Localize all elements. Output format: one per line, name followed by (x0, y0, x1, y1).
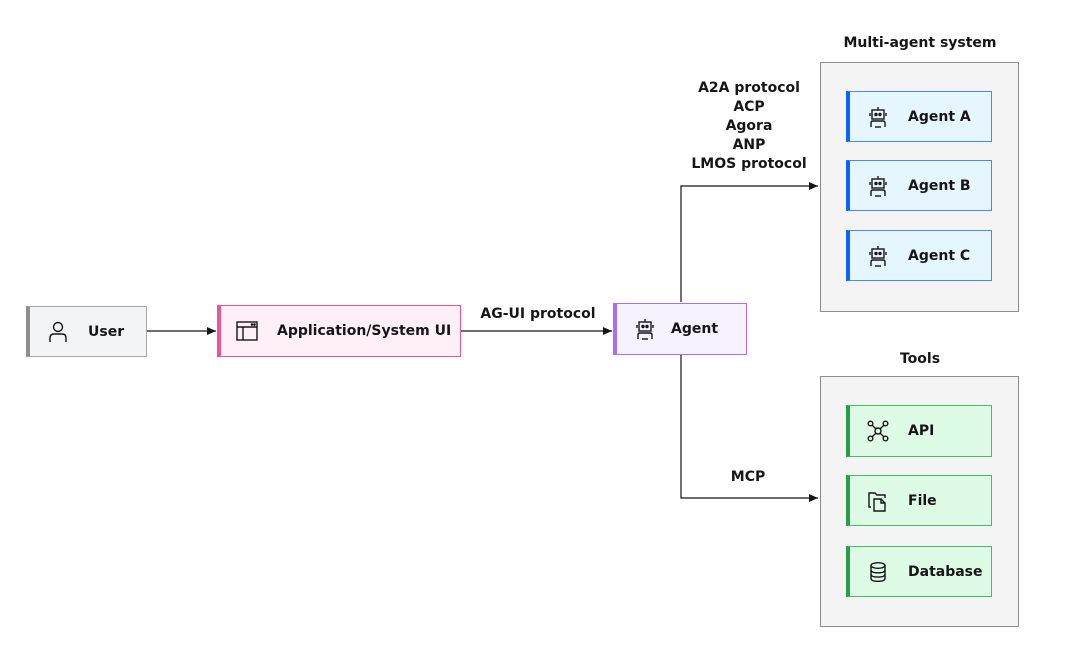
user-node[interactable]: User (26, 306, 147, 357)
edge-label-mcp: MCP (730, 469, 766, 485)
edge-label-multi-agent-protocols: A2A protocol ACP Agora ANP LMOS protocol (680, 79, 818, 174)
protocol-a2a: A2A protocol (698, 80, 800, 96)
database-icon (866, 560, 890, 584)
file-label: File (908, 492, 937, 509)
protocol-acp: ACP (733, 99, 765, 115)
database-label: Database (908, 563, 983, 580)
agent-c-node[interactable]: Agent C (846, 230, 992, 281)
robot-icon (866, 105, 890, 129)
tools-title: Tools (899, 351, 941, 367)
agent-b-label: Agent B (908, 177, 971, 194)
protocol-anp: ANP (732, 137, 766, 153)
protocol-agora: Agora (725, 118, 773, 134)
agent-label: Agent (671, 321, 719, 337)
robot-icon (633, 317, 657, 341)
api-icon (866, 419, 890, 443)
protocol-lmos: LMOS protocol (691, 156, 807, 172)
robot-icon (866, 244, 890, 268)
multi-agent-system-title: Multi-agent system (843, 35, 997, 51)
user-icon (46, 320, 70, 344)
user-label: User (88, 323, 125, 340)
agent-a-node[interactable]: Agent A (846, 91, 992, 142)
file-node[interactable]: File (846, 475, 992, 526)
agent-node[interactable]: Agent (613, 303, 747, 355)
edge-label-ag-ui-protocol: AG-UI protocol (480, 306, 596, 322)
agent-b-node[interactable]: Agent B (846, 160, 992, 211)
api-label: API (908, 423, 935, 439)
agent-a-label: Agent A (908, 108, 971, 125)
database-node[interactable]: Database (846, 546, 992, 597)
robot-icon (866, 174, 890, 198)
file-icon (866, 489, 890, 513)
application-window-icon (235, 319, 259, 343)
application-system-ui-node[interactable]: Application/System UI (217, 305, 461, 357)
application-system-ui-label: Application/System UI (277, 323, 452, 339)
edge-agent-to-tools (680, 355, 818, 502)
api-node[interactable]: API (846, 405, 992, 457)
edge-agent-to-multi-agent (680, 182, 818, 302)
agent-c-label: Agent C (908, 247, 971, 264)
